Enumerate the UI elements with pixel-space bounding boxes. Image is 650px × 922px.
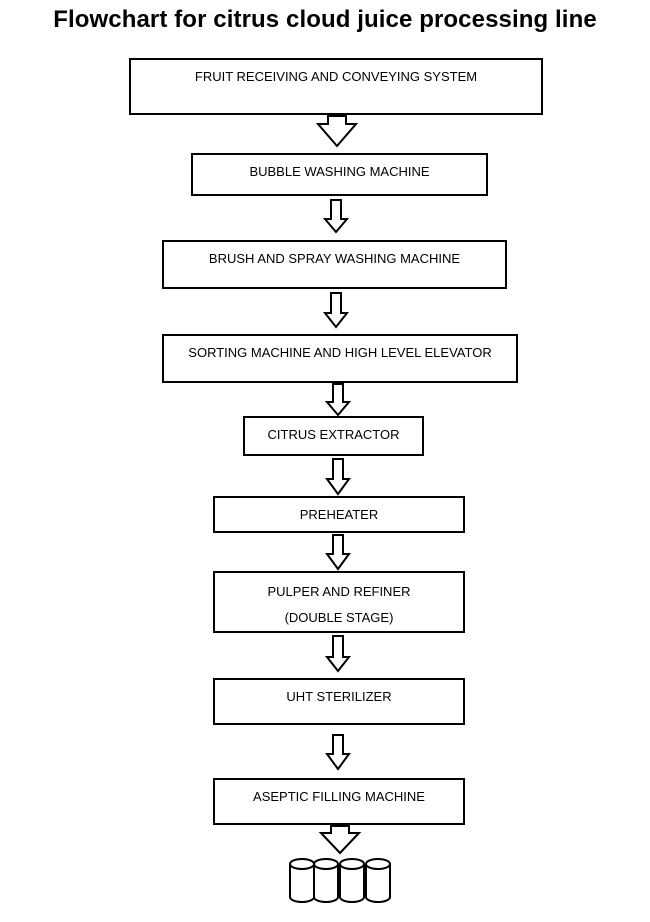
step-label-secondary: (DOUBLE STAGE) [284, 610, 394, 625]
arrow-down-icon [315, 115, 359, 148]
can-icon [339, 858, 365, 903]
step-label: CITRUS EXTRACTOR [267, 427, 400, 442]
arrow-down-icon [322, 199, 350, 234]
can-icon [313, 858, 339, 903]
step-uht-sterilizer: UHT STERILIZER [213, 678, 465, 725]
juice-cans-icon [289, 858, 391, 903]
step-brush-spray-washing: BRUSH AND SPRAY WASHING MACHINE [162, 240, 507, 289]
step-label: PULPER AND REFINER [267, 584, 411, 599]
arrow-down-icon [318, 825, 362, 855]
arrow-down-icon [325, 458, 351, 496]
can-icon [289, 858, 315, 903]
step-preheater: PREHEATER [213, 496, 465, 533]
can-icon [365, 858, 391, 903]
step-label: BRUSH AND SPRAY WASHING MACHINE [208, 251, 461, 266]
step-bubble-washing: BUBBLE WASHING MACHINE [191, 153, 488, 196]
step-pulper-refiner: PULPER AND REFINER (DOUBLE STAGE) [213, 571, 465, 633]
arrow-down-icon [324, 635, 352, 673]
step-aseptic-filling: ASEPTIC FILLING MACHINE [213, 778, 465, 825]
arrow-down-icon [322, 292, 350, 329]
arrow-down-icon [324, 383, 352, 417]
step-citrus-extractor: CITRUS EXTRACTOR [243, 416, 424, 456]
step-label: BUBBLE WASHING MACHINE [249, 164, 430, 179]
arrow-down-icon [325, 534, 351, 571]
flowchart-title: Flowchart for citrus cloud juice process… [53, 6, 597, 33]
step-fruit-receiving: FRUIT RECEIVING AND CONVEYING SYSTEM [129, 58, 543, 115]
step-sorting-elevator: SORTING MACHINE AND HIGH LEVEL ELEVATOR [162, 334, 518, 383]
step-label: ASEPTIC FILLING MACHINE [253, 789, 425, 804]
step-label: PREHEATER [299, 507, 379, 522]
arrow-down-icon [325, 734, 351, 771]
step-label: UHT STERILIZER [286, 689, 392, 704]
step-label: FRUIT RECEIVING AND CONVEYING SYSTEM [194, 69, 478, 84]
step-label: SORTING MACHINE AND HIGH LEVEL ELEVATOR [188, 345, 492, 360]
